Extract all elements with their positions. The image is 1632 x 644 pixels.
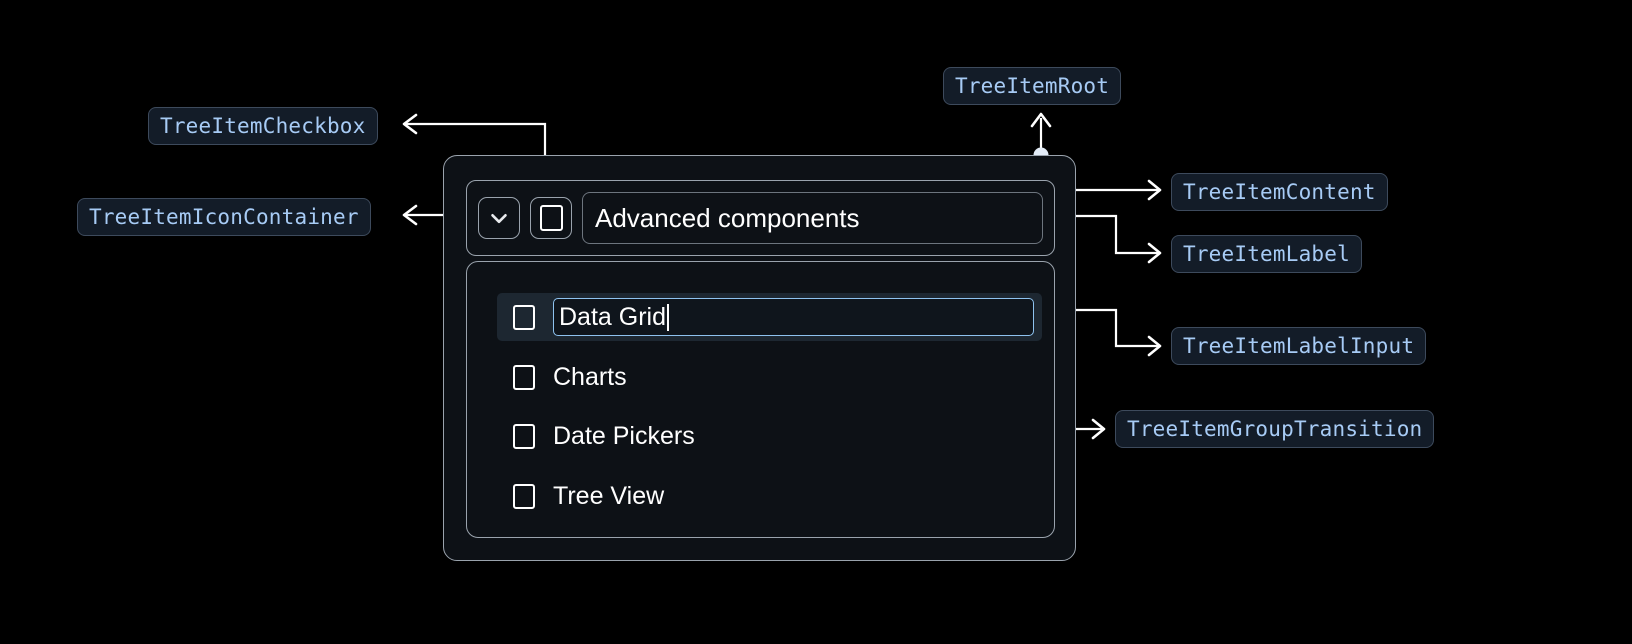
text-caret xyxy=(666,303,669,331)
annotation-chip-checkbox[interactable]: TreeItemCheckbox xyxy=(148,107,378,145)
arrowhead-label xyxy=(1147,242,1162,264)
tree-item-group-transition: Data Grid Charts Date Pickers Tree View xyxy=(466,261,1055,538)
chevron-down-icon xyxy=(491,213,507,224)
tree-item-label[interactable]: Advanced components xyxy=(582,192,1043,244)
checkbox-unchecked-icon[interactable] xyxy=(513,304,535,330)
checkbox-unchecked-icon[interactable] xyxy=(513,483,535,509)
annotation-chip-root[interactable]: TreeItemRoot xyxy=(943,67,1122,105)
tree-child-label-2: Date Pickers xyxy=(553,421,695,450)
tree-item-checkbox[interactable] xyxy=(530,197,572,239)
tree-item-root[interactable]: Advanced components Data Grid Charts Dat… xyxy=(443,155,1076,561)
checkbox-unchecked-icon[interactable] xyxy=(513,423,535,449)
tree-child-label-3: Tree View xyxy=(553,481,665,510)
arrowhead-checkbox xyxy=(402,113,418,135)
arrowhead-root xyxy=(1030,112,1052,128)
annotation-chip-label[interactable]: TreeItemLabel xyxy=(1171,235,1362,273)
arrowhead-label-input xyxy=(1147,335,1162,357)
checkbox-unchecked-icon[interactable] xyxy=(513,364,535,390)
checkbox-unchecked-icon xyxy=(539,205,563,231)
annotation-chip-content[interactable]: TreeItemContent xyxy=(1171,173,1388,211)
tree-item-content[interactable]: Advanced components xyxy=(466,180,1055,256)
tree-child-row-2[interactable]: Date Pickers xyxy=(497,412,1042,460)
tree-child-row-0[interactable]: Data Grid xyxy=(497,293,1042,341)
annotation-chip-group-transition[interactable]: TreeItemGroupTransition xyxy=(1115,410,1435,448)
tree-child-row-3[interactable]: Tree View xyxy=(497,472,1042,520)
arrowhead-group-transition xyxy=(1091,418,1106,440)
tree-child-row-1[interactable]: Charts xyxy=(497,353,1042,401)
arrowhead-icon-container xyxy=(402,204,418,226)
tree-item-label-text: Advanced components xyxy=(595,202,860,233)
tree-item-icon-container[interactable] xyxy=(478,197,520,239)
annotation-chip-icon-container[interactable]: TreeItemIconContainer xyxy=(77,198,371,236)
annotation-chip-label-input[interactable]: TreeItemLabelInput xyxy=(1171,327,1427,365)
tree-item-label-input-value: Data Grid xyxy=(559,302,666,331)
arrowhead-content xyxy=(1147,179,1162,201)
tree-item-label-input[interactable]: Data Grid xyxy=(553,298,1034,336)
tree-child-label-1: Charts xyxy=(553,362,627,391)
